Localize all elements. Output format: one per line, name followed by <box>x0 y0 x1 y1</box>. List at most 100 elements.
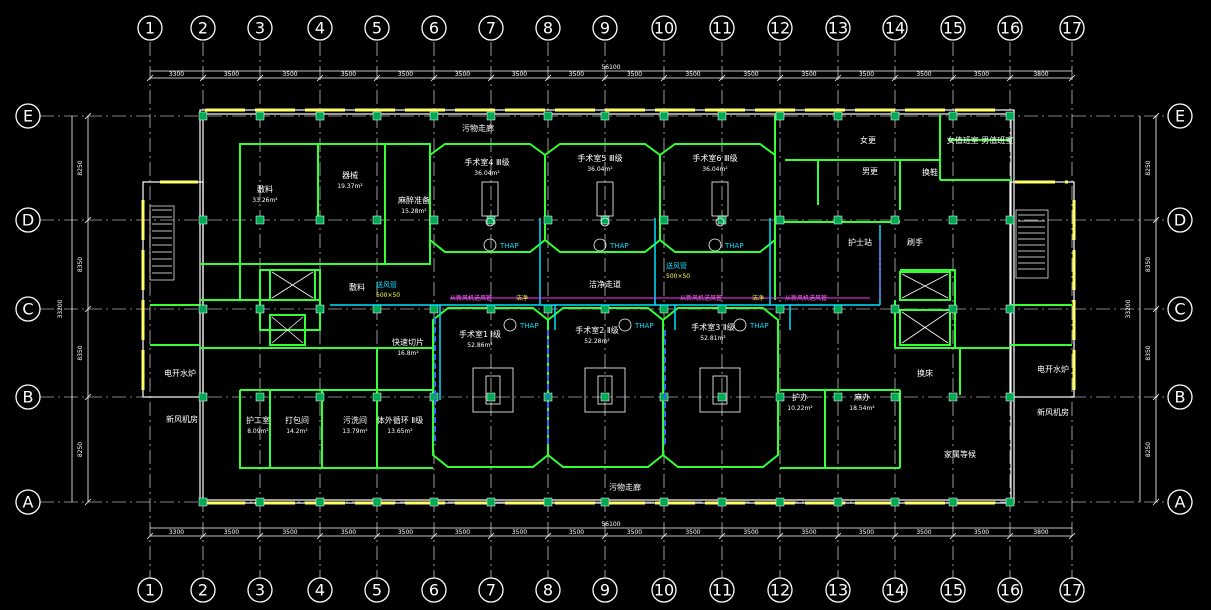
axis-label: 3 <box>255 19 265 38</box>
bottom-dim-tick <box>146 532 154 540</box>
top-dim-tick <box>146 74 154 82</box>
structural-column <box>543 497 553 507</box>
duct-branch-label: 从新风机送风管 <box>680 294 722 302</box>
bottom-dim-tick <box>891 532 899 540</box>
bottom-dim-tick <box>834 532 842 540</box>
operating-table <box>485 375 501 405</box>
top-dim-label: 3500 <box>859 71 874 78</box>
middle-corridor-label: 洁净走道 <box>589 279 621 289</box>
room-name: 打包间 <box>285 415 309 425</box>
axis-label: 15 <box>943 19 963 38</box>
left-dim-label: 8250 <box>77 160 84 175</box>
equipment-circle <box>715 217 725 227</box>
bottom-dim-label: 3800 <box>1033 529 1048 536</box>
structural-column <box>486 497 496 507</box>
axis-label: 6 <box>429 19 439 38</box>
bottom-dim-tick <box>949 532 957 540</box>
supply-duct-branch <box>439 305 791 400</box>
structural-column <box>775 304 785 314</box>
axis-bubble-bottom-13: 13 <box>825 577 851 603</box>
axis-bubble-right-E: E <box>1167 103 1193 129</box>
structural-column <box>659 215 669 225</box>
axis-label: 4 <box>315 19 325 38</box>
structural-column <box>948 392 958 402</box>
axis-bubble-right-B: B <box>1167 384 1193 410</box>
axis-circle <box>882 15 908 41</box>
axis-circle <box>997 15 1023 41</box>
room-area: 52.28m² <box>584 338 610 345</box>
axis-bubble-top-7: 7 <box>478 15 504 41</box>
operating-table <box>481 181 499 217</box>
duct-branch-label: 从新风机送风管 <box>785 294 827 302</box>
room-name: 护工室 <box>246 415 270 425</box>
axis-label: 13 <box>828 19 848 38</box>
axis-bubble-left-A: A <box>15 489 41 515</box>
axis-circle <box>882 577 908 603</box>
axis-label: 9 <box>600 19 610 38</box>
interior-wall <box>269 269 316 301</box>
axis-label: 7 <box>486 581 496 600</box>
axis-circle <box>421 577 447 603</box>
axis-circle <box>709 577 735 603</box>
axis-label: 17 <box>1062 581 1082 600</box>
axis-bubble-top-2: 2 <box>190 15 216 41</box>
axis-bubble-bottom-4: 4 <box>307 577 333 603</box>
axis-bubble-bottom-10: 10 <box>651 577 677 603</box>
structural-column <box>315 497 325 507</box>
bottom-dim-label: 3500 <box>341 529 356 536</box>
axis-bubble-right-D: D <box>1167 207 1193 233</box>
room-name: 手术室4 Ⅲ级 <box>464 157 509 167</box>
axis-label: A <box>23 493 34 512</box>
west-wing-wall <box>142 181 204 398</box>
clean-label: 洁净 <box>516 294 528 302</box>
structural-column <box>372 392 382 402</box>
axis-bubble-bottom-17: 17 <box>1059 577 1085 603</box>
room-name: 手术室2 Ⅱ级 <box>575 325 619 335</box>
axis-bubble-top-6: 6 <box>421 15 447 41</box>
structural-column <box>600 111 610 121</box>
operating-table <box>596 181 614 217</box>
axis-bubble-bottom-12: 12 <box>767 577 793 603</box>
bottom-dim-tick <box>1068 532 1076 540</box>
bottom-dim-tick <box>256 532 264 540</box>
structural-column <box>486 304 496 314</box>
room-name: 手术室5 Ⅲ级 <box>577 153 622 163</box>
room-name: 新风机房 <box>166 414 198 424</box>
structural-column <box>486 392 496 402</box>
structural-column <box>717 304 727 314</box>
axis-bubble-top-10: 10 <box>651 15 677 41</box>
axis-bubble-left-B: B <box>15 384 41 410</box>
structural-column <box>948 497 958 507</box>
top-dim-label: 3500 <box>569 71 584 78</box>
room-name: 电开水炉 <box>1037 364 1069 374</box>
bottom-dim-label: 3500 <box>627 529 642 536</box>
structural-column <box>948 304 958 314</box>
structural-column <box>890 215 900 225</box>
axis-label: 5 <box>372 581 382 600</box>
structural-column <box>255 304 265 314</box>
top-dim-label: 3500 <box>341 71 356 78</box>
bottom-dim-tick <box>601 532 609 540</box>
room-name: 女更 <box>860 135 876 145</box>
elevator-mark <box>901 311 949 344</box>
room-area: 18.54m² <box>849 405 875 412</box>
room-area: 10.22m² <box>787 405 813 412</box>
operating-table <box>712 375 728 405</box>
axis-circle <box>651 15 677 41</box>
axis-label: 5 <box>372 19 382 38</box>
room-area: 16.8m² <box>397 350 419 357</box>
room-name: 手术室6 Ⅲ级 <box>692 153 737 163</box>
room-name: 敷料 <box>257 184 273 194</box>
axis-circle <box>15 207 41 233</box>
room-name: 护办 <box>792 392 808 402</box>
structural-column <box>255 497 265 507</box>
bottom-dim-label: 3500 <box>859 529 874 536</box>
axis-bubble-top-14: 14 <box>882 15 908 41</box>
axis-bubble-bottom-7: 7 <box>478 577 504 603</box>
bottom-dim-label: 3500 <box>512 529 527 536</box>
right-dim-tick <box>1152 305 1160 313</box>
axis-circle <box>478 15 504 41</box>
ahu-symbol <box>618 318 632 332</box>
axis-bubble-top-5: 5 <box>364 15 390 41</box>
axis-bubble-top-9: 9 <box>592 15 618 41</box>
